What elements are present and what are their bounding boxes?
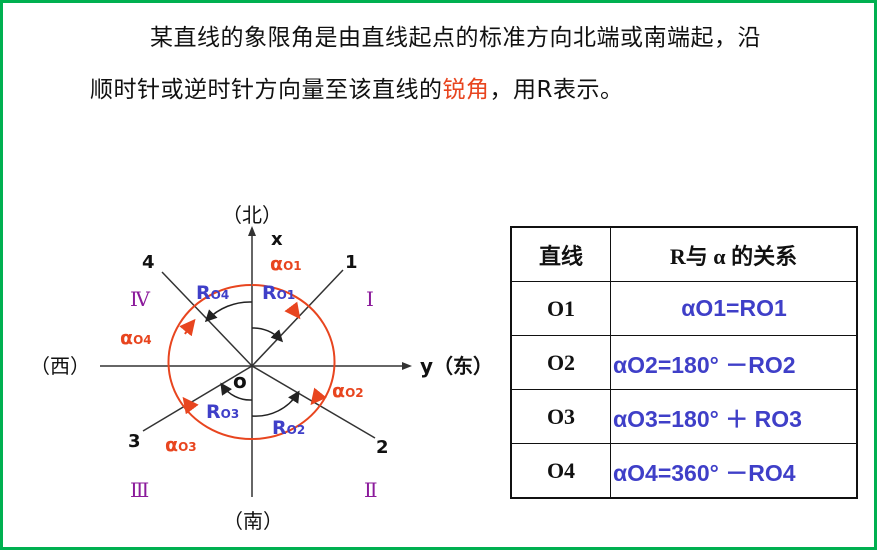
x-axis-label: x [271,229,283,250]
quadrant-ii: Ⅱ [364,478,378,502]
row-formula: αO1=RO1 [610,281,858,336]
alpha-o4: αO4 [120,327,152,349]
quadrant-iv: Ⅳ [130,287,151,311]
east-label: y（东） [420,354,493,378]
header-line: 直线 [510,226,611,282]
row-formula: αO4=360° －RO4 [610,443,858,499]
row-line: O1 [510,281,611,336]
alpha-o1: αO1 [270,253,302,275]
table-header-row: 直线 R与 α 的关系 [510,226,858,282]
alpha-o2: αO2 [332,380,364,402]
west-label: （西） [30,354,90,378]
header-relation: R与 α 的关系 [610,226,858,282]
row-line: O3 [510,389,611,444]
row-line: O4 [510,443,611,499]
r-o3: RO3 [206,401,239,423]
r-o4: RO4 [196,282,229,304]
row-formula: αO2=180° －RO2 [610,335,858,390]
alpha-o3: αO3 [165,434,197,456]
r-o1: RO1 [262,282,295,304]
row-formula: αO3=180° ＋ RO3 [610,389,858,444]
line-label-3: 3 [128,431,141,452]
text-segment: ，用R表示。 [489,77,624,103]
relationship-table: 直线 R与 α 的关系 O1 αO1=RO1 O2 αO2=180° －RO2 … [510,226,858,499]
definition-line-1: 某直线的象限角是由直线起点的标准方向北端或南端起，沿 [150,25,761,51]
table-row: O3 αO3=180° ＋ RO3 [510,389,858,444]
line-label-1: 1 [345,252,358,273]
text-segment: 顺时针或逆时针方向量至该直线的 [90,77,443,103]
table-row: O4 αO4=360° －RO4 [510,443,858,499]
table-row: O2 αO2=180° －RO2 [510,335,858,390]
line-label-2: 2 [376,437,389,458]
quadrant-i: Ⅰ [366,287,374,311]
table-row: O1 αO1=RO1 [510,281,858,336]
acute-angle-highlight: 锐角 [442,77,490,103]
quadrant-iii: Ⅲ [130,478,149,502]
south-label: （南） [223,509,283,533]
origin-label: o [233,369,247,393]
north-label: （北） [222,203,282,227]
line-label-4: 4 [142,252,155,273]
quadrant-angle-diagram: （北） （南） （西） y（东） x o 1 2 3 4 Ⅰ Ⅱ Ⅲ Ⅳ αO1… [30,203,493,533]
r-o2: RO2 [272,417,305,439]
row-line: O2 [510,335,611,390]
definition-line-2: 顺时针或逆时针方向量至该直线的锐角，用R表示。 [90,70,623,104]
